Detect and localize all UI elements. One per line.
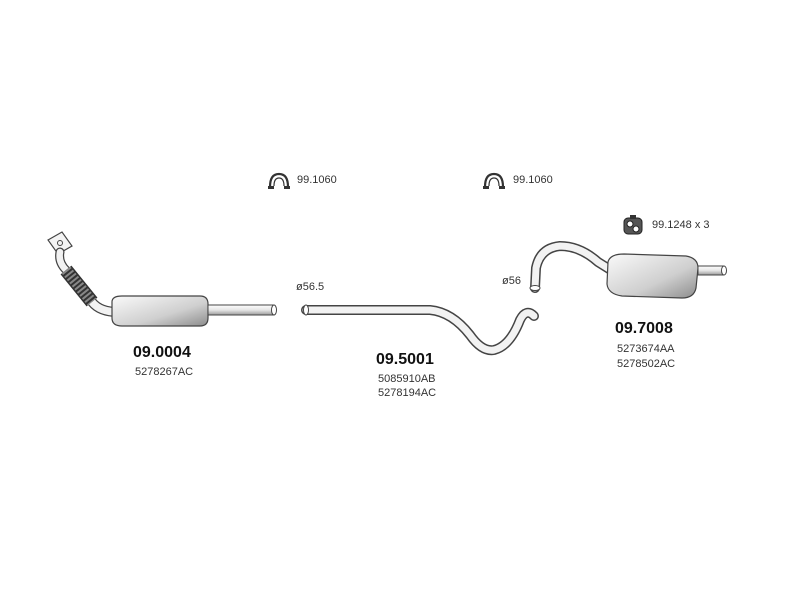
oem-number: 5085910AB bbox=[378, 373, 436, 385]
part-number[interactable]: 09.5001 bbox=[376, 351, 434, 368]
mount-label: 99.1248 x 3 bbox=[652, 219, 710, 231]
part-number[interactable]: 09.7008 bbox=[615, 320, 673, 337]
clamp-label: 99.1060 bbox=[513, 174, 553, 186]
oem-number: 5278194AC bbox=[378, 387, 437, 399]
rubber-mount-icon bbox=[623, 215, 643, 235]
oem-number: 5278502AC bbox=[617, 358, 676, 370]
clamp-icon bbox=[483, 172, 505, 189]
front-pipe-catalyst bbox=[47, 231, 277, 327]
clamp-label: 99.1060 bbox=[297, 174, 337, 186]
rear-silencer bbox=[529, 241, 727, 299]
intermediate-pipe bbox=[301, 304, 539, 356]
clamp-icon bbox=[268, 172, 290, 189]
diameter-label: ø56.5 bbox=[296, 281, 325, 293]
part-number[interactable]: 09.0004 bbox=[133, 344, 191, 361]
oem-number: 5273674AA bbox=[617, 343, 675, 355]
oem-number: 5278267AC bbox=[135, 366, 194, 378]
diameter-label: ø56 bbox=[502, 275, 521, 287]
